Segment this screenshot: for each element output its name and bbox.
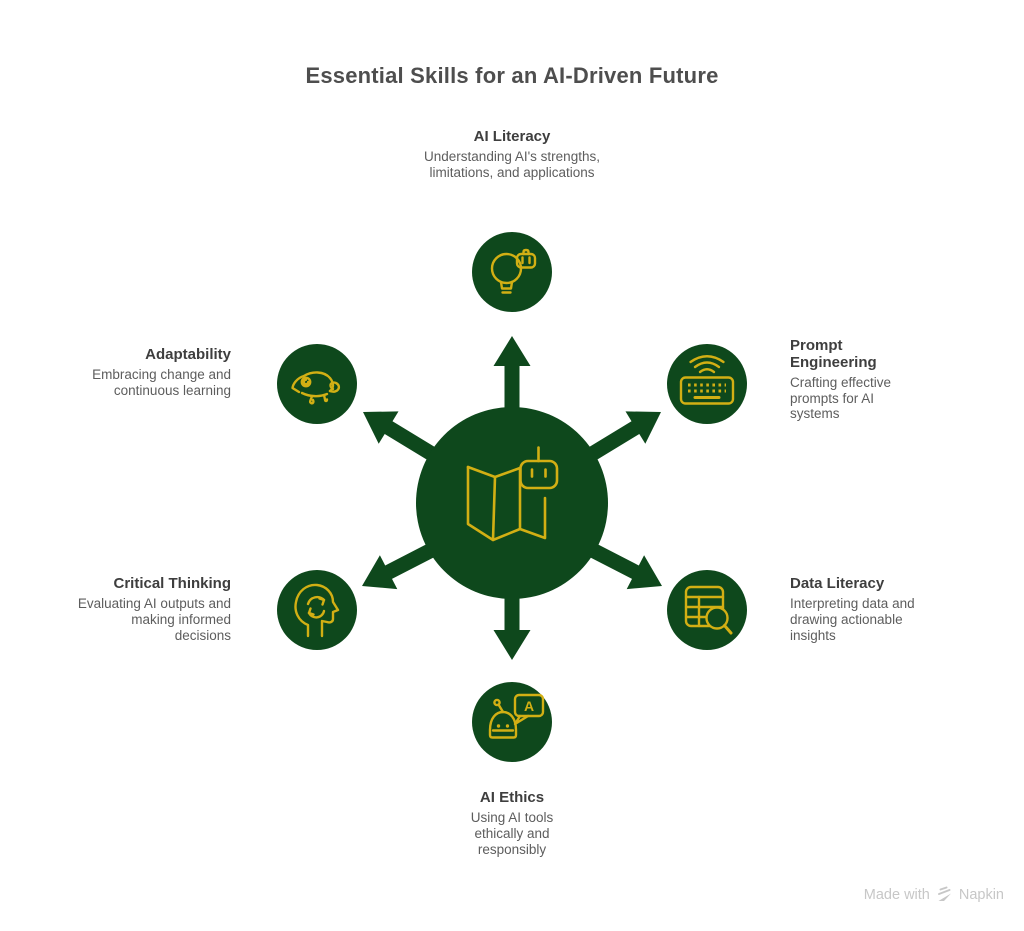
node-circle [472, 232, 552, 312]
keyboard-wifi-icon [679, 355, 735, 405]
node-description: Using AI tools ethically and responsibly [470, 809, 554, 857]
arrow-up [493, 336, 531, 433]
node-circle [472, 682, 552, 762]
label-block-prompt-engineering: Prompt Engineering Crafting effective pr… [790, 337, 910, 422]
label-block-critical-thinking: Critical Thinking Evaluating AI outputs … [73, 575, 231, 643]
node-description: Evaluating AI outputs and making informe… [77, 595, 231, 643]
robot-chat-icon [488, 693, 545, 739]
node-description: Interpreting data and drawing actionable… [790, 595, 915, 643]
node-description: Embracing change and continuous learning [92, 366, 231, 398]
node-label: Prompt Engineering [790, 337, 877, 371]
watermark: Made with Napkin [864, 886, 1004, 903]
node-prompt-engineering [667, 344, 747, 424]
map-robot-icon [466, 446, 559, 542]
node-description: Understanding AI's strengths, limitation… [424, 148, 600, 180]
node-label: Data Literacy [790, 575, 885, 592]
node-description: Crafting effective prompts for AI system… [790, 374, 892, 422]
napkin-logo-icon [936, 886, 953, 903]
label-block-ai-ethics: AI Ethics Using AI tools ethically and r… [452, 789, 572, 857]
chameleon-icon [291, 371, 341, 405]
node-circle [277, 344, 357, 424]
head-cycle-icon [294, 583, 340, 638]
node-adaptability [277, 344, 357, 424]
lightbulb-robot-icon [490, 248, 537, 294]
label-block-ai-literacy: AI Literacy Understanding AI's strengths… [402, 128, 622, 181]
watermark-brand: Napkin [958, 886, 1004, 903]
node-circle [277, 570, 357, 650]
node-circle [667, 570, 747, 650]
hub-node [416, 407, 608, 599]
node-label: Critical Thinking [113, 575, 231, 592]
node-label: AI Ethics [479, 789, 545, 806]
node-data-literacy [667, 570, 747, 650]
watermark-prefix: Made with [863, 886, 930, 903]
node-ai-literacy [472, 232, 552, 312]
hub-circle [416, 407, 608, 599]
node-label: AI Literacy [473, 128, 551, 145]
node-ai-ethics: A [472, 682, 552, 762]
node-label: Adaptability [145, 346, 231, 363]
label-block-adaptability: Adaptability Embracing change and contin… [91, 346, 231, 399]
arrow-down [493, 570, 531, 660]
table-magnifier-icon [684, 585, 733, 635]
label-block-data-literacy: Data Literacy Interpreting data and draw… [790, 575, 948, 643]
node-critical-thinking [277, 570, 357, 650]
bubble-letter: A [524, 698, 534, 714]
page-title: Essential Skills for an AI-Driven Future [305, 63, 719, 88]
